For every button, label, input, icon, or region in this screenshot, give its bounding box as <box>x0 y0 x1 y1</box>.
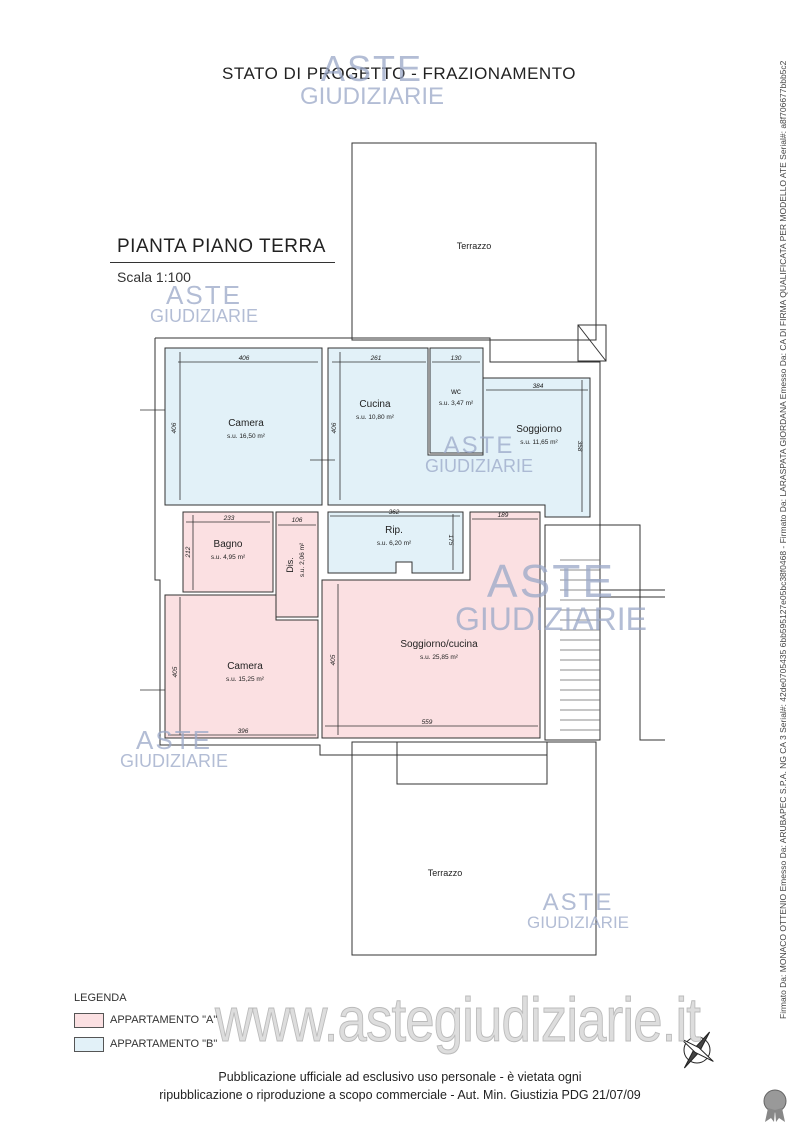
dim: 406 <box>331 422 338 433</box>
room-name: Soggiorno <box>516 424 562 435</box>
room-camera-a <box>164 594 319 739</box>
room-name: Camera <box>227 661 263 672</box>
legend-swatch-a <box>74 1013 104 1028</box>
room-camera-b <box>164 347 323 506</box>
room-area: s.u. 4,95 m² <box>211 554 246 561</box>
room-area: s.u. 25,85 m² <box>420 654 459 661</box>
room-soggiorno-cucina <box>321 511 541 739</box>
watermark-url: www.astegiudiziarie.it <box>215 986 702 1056</box>
room-name: Soggiorno/cucina <box>400 639 478 650</box>
room-bagno <box>182 511 274 593</box>
dim: 358 <box>576 441 583 452</box>
dim: 405 <box>330 654 337 665</box>
footer-notice-line1: Pubblicazione ufficiale ad esclusivo uso… <box>218 1070 582 1084</box>
dim: 189 <box>498 512 509 519</box>
room-area: s.u. 15,25 m² <box>226 676 265 683</box>
dim: 405 <box>172 666 179 677</box>
room-name: Bagno <box>214 539 243 550</box>
dim: 212 <box>185 546 192 558</box>
room-area: s.u. 11,65 m² <box>520 439 558 446</box>
legend-title: LEGENDA <box>74 992 127 1004</box>
room-area: s.u. 6,20 m² <box>377 540 412 547</box>
room-name: wc <box>450 387 461 396</box>
room-area: s.u. 2,06 m² <box>299 542 306 577</box>
legend-label-b: APPARTAMENTO "B" <box>110 1038 218 1050</box>
legend-swatch-b <box>74 1037 104 1052</box>
room-name: Cucina <box>359 399 391 410</box>
footer-notice-line2: ripubblicazione o riproduzione a scopo c… <box>159 1088 641 1102</box>
scale-label: Scala 1:100 <box>117 269 191 285</box>
dim: 362 <box>389 509 400 516</box>
dim: 106 <box>292 517 303 524</box>
plan-title: PIANTA PIANO TERRA <box>117 236 326 257</box>
room-rip <box>327 511 464 574</box>
room-name: Camera <box>228 418 264 429</box>
seal-icon <box>763 1089 787 1122</box>
legend-label-a: APPARTAMENTO "A" <box>110 1014 218 1026</box>
room-name: Rip. <box>385 525 403 536</box>
dim: 384 <box>533 383 544 390</box>
dim: 406 <box>171 422 178 433</box>
title-underline <box>110 262 335 263</box>
signature-text: Firmato Da: MONACO OTTENIO Emesso Da: AR… <box>778 60 788 1020</box>
dim: 396 <box>238 728 249 735</box>
room-area: s.u. 10,80 m² <box>356 414 395 421</box>
compass-rose-icon <box>680 1031 714 1069</box>
room-dis <box>275 511 319 618</box>
room-name: Dis. <box>285 557 295 573</box>
dim: 559 <box>422 719 433 726</box>
dim: 130 <box>451 355 462 362</box>
dim: 261 <box>370 355 382 362</box>
room-area: s.u. 3,47 m² <box>439 400 474 407</box>
dim: 406 <box>239 355 250 362</box>
room-area: s.u. 16,50 m² <box>227 433 266 440</box>
terrace-top <box>351 142 597 341</box>
dim: 175 <box>447 535 454 546</box>
room-wc <box>429 347 484 454</box>
drawing-title: STATO DI PROGETTO - FRAZIONAMENTO <box>222 64 577 83</box>
terrace-corner <box>577 324 607 362</box>
digital-signature-strip: Firmato Da: MONACO OTTENIO Emesso Da: AR… <box>772 0 796 1131</box>
dim: 233 <box>223 515 235 522</box>
terrace-label: Terrazzo <box>428 868 463 878</box>
terrace-label: Terrazzo <box>457 241 492 251</box>
